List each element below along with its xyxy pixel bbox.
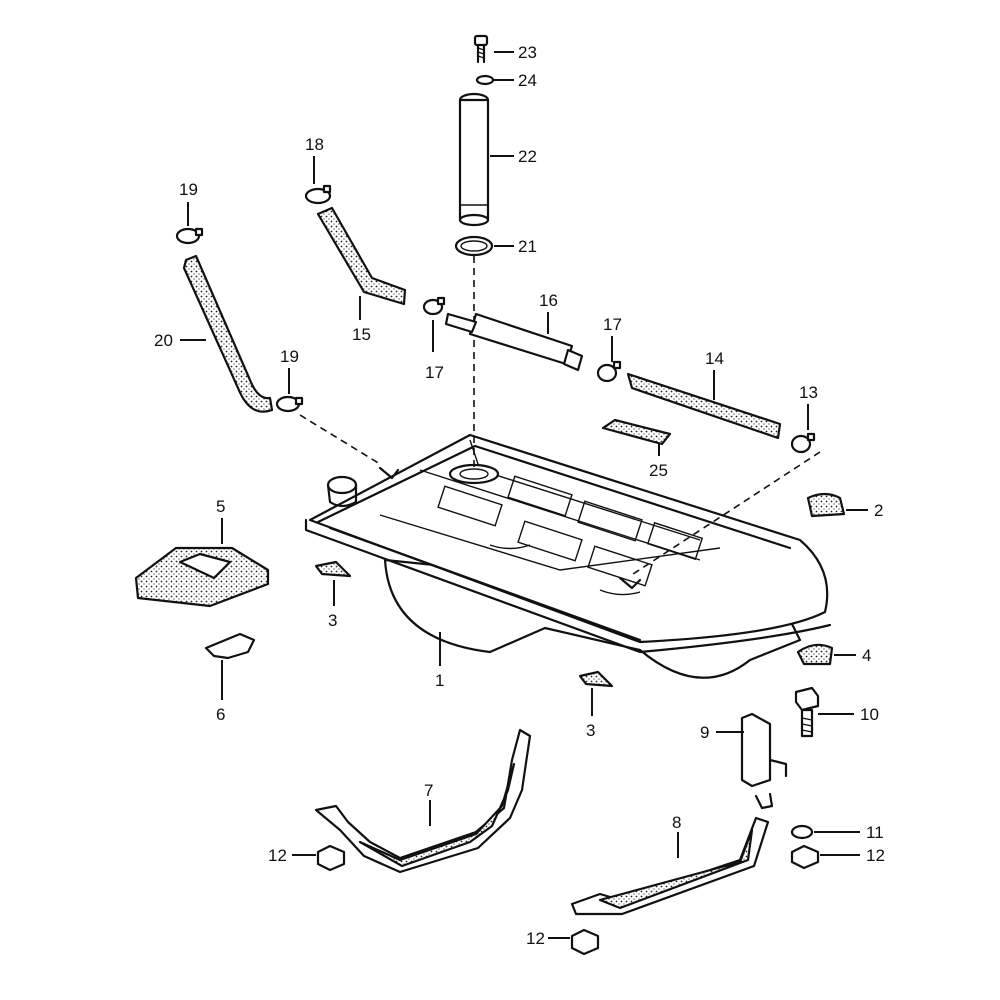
callout-8: 8 <box>672 813 681 832</box>
callout-1: 1 <box>435 671 444 690</box>
strap-7 <box>314 728 532 874</box>
hose-16 <box>444 312 584 372</box>
clamp-19-top <box>175 227 204 245</box>
pad-3-upper <box>314 560 352 578</box>
leader-lines <box>180 51 868 939</box>
callout-25: 25 <box>649 461 668 480</box>
clamp-19-lower <box>275 395 304 413</box>
clamp-18 <box>304 184 332 205</box>
bolt-10 <box>794 686 820 738</box>
bumper-2 <box>806 492 846 518</box>
hose-14 <box>626 372 782 440</box>
callout-12-right: 12 <box>866 846 885 865</box>
nut-12-bottom <box>570 928 600 956</box>
hose-20 <box>182 254 274 413</box>
callout-13: 13 <box>799 383 818 402</box>
callout-labels: 23 24 22 21 18 19 20 19 15 17 16 17 14 1… <box>154 43 885 948</box>
callout-7: 7 <box>424 781 433 800</box>
callout-5: 5 <box>216 497 225 516</box>
strap-8 <box>570 816 770 916</box>
washer-11 <box>790 824 814 840</box>
callout-9: 9 <box>700 723 709 742</box>
callout-11: 11 <box>866 823 884 842</box>
callout-23: 23 <box>518 43 537 62</box>
callout-2: 2 <box>874 501 883 520</box>
callout-18: 18 <box>305 135 324 154</box>
callout-20: 20 <box>154 331 173 350</box>
callout-12-bottom: 12 <box>526 929 545 948</box>
callout-6: 6 <box>216 705 225 724</box>
clamp-17-left <box>422 296 446 316</box>
callout-21: 21 <box>518 237 537 256</box>
fuel-level-sender <box>454 34 495 470</box>
callout-12-left: 12 <box>268 846 287 865</box>
callout-17-left: 17 <box>425 363 444 382</box>
callout-17-right: 17 <box>603 315 622 334</box>
pad-3-lower <box>578 670 614 688</box>
callout-3-lower: 3 <box>586 721 595 740</box>
nut-12-right <box>790 844 820 870</box>
callout-15: 15 <box>352 325 371 344</box>
clamp-17-right <box>596 360 622 383</box>
callout-3-upper: 3 <box>328 611 337 630</box>
callout-14: 14 <box>705 349 724 368</box>
nut-12-left <box>316 844 346 872</box>
fuel-tank <box>304 433 832 679</box>
callout-22: 22 <box>518 147 537 166</box>
bumper-4 <box>796 643 834 666</box>
pad-25 <box>601 418 672 446</box>
callout-16: 16 <box>539 291 558 310</box>
callout-19-lower: 19 <box>280 347 299 366</box>
hose-15 <box>316 206 407 306</box>
callout-19-top: 19 <box>179 180 198 199</box>
assembly-lines <box>299 414 821 577</box>
clip-6 <box>204 632 256 660</box>
clamp-13 <box>790 432 816 454</box>
cover-5 <box>134 546 270 608</box>
callout-24: 24 <box>518 71 537 90</box>
bracket-9 <box>740 712 788 810</box>
callout-10: 10 <box>860 705 879 724</box>
callout-4: 4 <box>862 646 871 665</box>
